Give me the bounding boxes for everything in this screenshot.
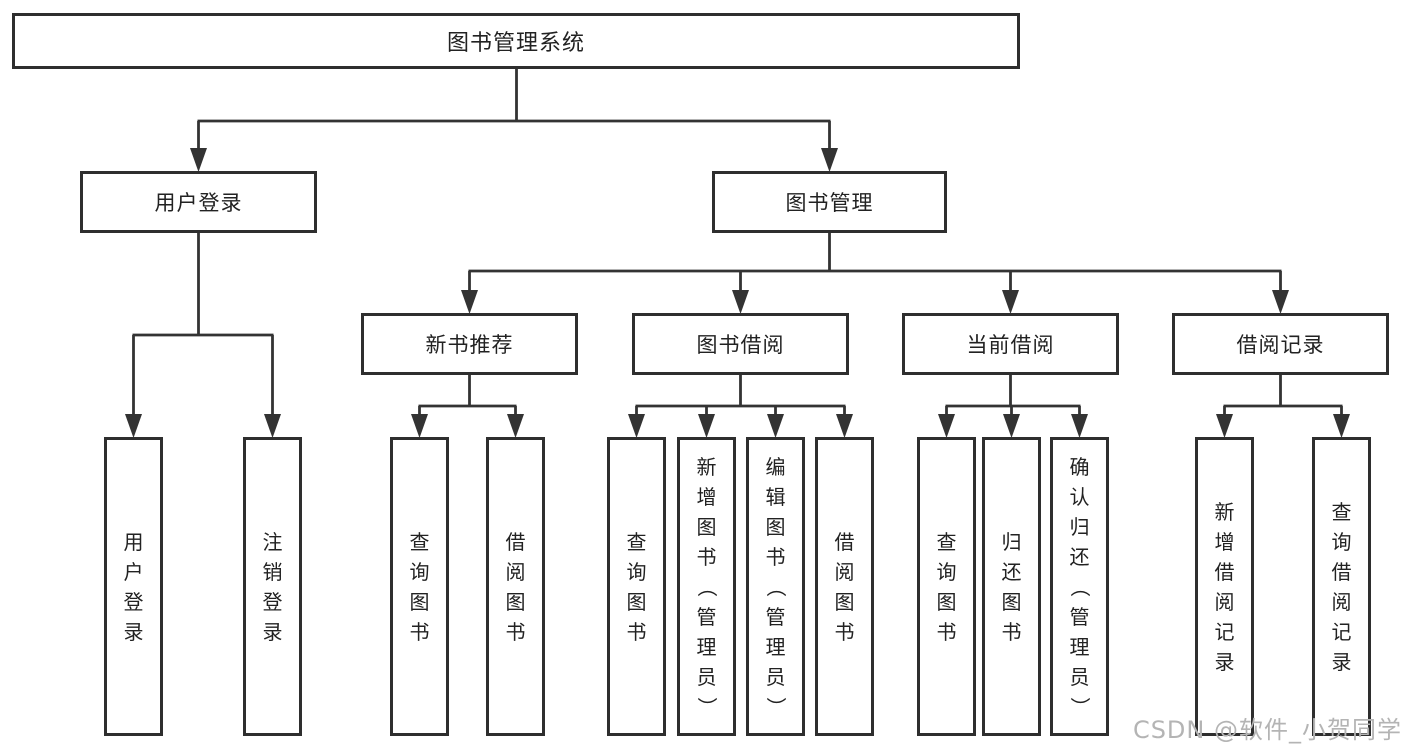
watermark: CSDN @软件_小贺同学 [1132, 716, 1402, 744]
leaf-borrow-books: 借阅图书 [815, 437, 874, 736]
node-label: 用户登录 [154, 191, 243, 215]
leaf-user-login: 用户登录 [104, 437, 163, 736]
vertical-label: 编辑图书（管理员） [763, 454, 788, 717]
node-root: 图书管理系统 [12, 13, 1020, 69]
vertical-label: 新增借阅记录 [1214, 499, 1235, 674]
node-new-book-recommend: 新书推荐 [361, 313, 578, 375]
node-current-borrow: 当前借阅 [902, 313, 1119, 375]
vertical-label: 查询借阅记录 [1331, 499, 1352, 674]
leaf-add-borrow-record: 新增借阅记录 [1195, 437, 1254, 736]
leaf-confirm-return-admin: 确认归还（管理员） [1050, 437, 1109, 736]
leaf-logout: 注销登录 [243, 437, 302, 736]
vertical-label: 注销登录 [262, 529, 283, 644]
leaf-return-book: 归还图书 [982, 437, 1041, 736]
vertical-label: 借阅图书 [834, 529, 855, 644]
node-label: 新书推荐 [425, 333, 514, 357]
node-borrow-records: 借阅记录 [1172, 313, 1389, 375]
leaf-query-books-recommend: 查询图书 [390, 437, 449, 736]
vertical-label: 查询图书 [626, 529, 647, 644]
vertical-label: 归还图书 [1001, 529, 1022, 644]
vertical-label: 新增图书（管理员） [694, 454, 719, 717]
leaf-add-book-admin: 新增图书（管理员） [677, 437, 736, 736]
leaf-edit-book-admin: 编辑图书（管理员） [746, 437, 805, 736]
leaf-query-books-current: 查询图书 [917, 437, 976, 736]
vertical-label: 查询图书 [409, 529, 430, 644]
node-book-management: 图书管理 [712, 171, 947, 233]
node-label: 借阅记录 [1236, 333, 1325, 357]
vertical-label: 借阅图书 [505, 529, 526, 644]
vertical-label: 查询图书 [936, 529, 957, 644]
node-label: 图书管理系统 [446, 31, 585, 56]
node-label: 图书管理 [785, 191, 874, 215]
node-book-borrow: 图书借阅 [632, 313, 849, 375]
node-label: 当前借阅 [966, 333, 1055, 357]
vertical-label: 用户登录 [123, 529, 144, 644]
node-label: 图书借阅 [696, 333, 785, 357]
node-user-login: 用户登录 [80, 171, 317, 233]
leaf-query-books-borrow: 查询图书 [607, 437, 666, 736]
vertical-label: 确认归还（管理员） [1067, 454, 1092, 717]
leaf-borrow-books-recommend: 借阅图书 [486, 437, 545, 736]
leaf-query-borrow-record: 查询借阅记录 [1312, 437, 1371, 736]
